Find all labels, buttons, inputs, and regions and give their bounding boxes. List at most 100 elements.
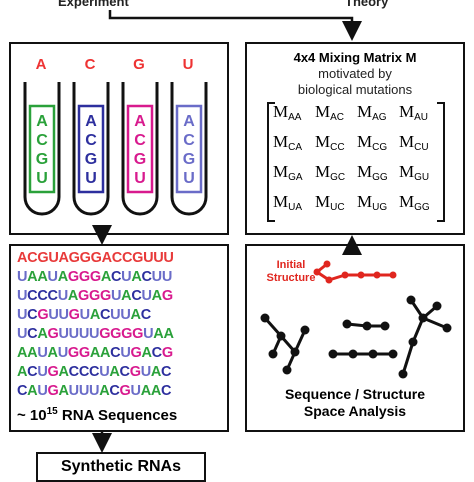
graph-node bbox=[268, 349, 278, 359]
space-caption-1: Sequence / Structure bbox=[284, 386, 426, 402]
tube-content-letter: U bbox=[36, 170, 48, 187]
matrix-entry-subscript: CC bbox=[330, 142, 345, 153]
graph-node bbox=[300, 325, 310, 335]
test-tube-2: ACGU bbox=[72, 82, 110, 216]
tube-content-box bbox=[77, 104, 105, 194]
arrow-top-connector bbox=[108, 10, 362, 41]
sequence-line: ACUGACCCUACGUAC bbox=[17, 364, 172, 380]
matrix-entry-subscript: AC bbox=[330, 112, 345, 123]
tube-content-letter: G bbox=[36, 151, 48, 168]
matrix-entry-subscript: UG bbox=[372, 202, 388, 213]
tube-content-letter: A bbox=[85, 113, 97, 130]
graph-node bbox=[341, 271, 349, 279]
graph-node bbox=[408, 337, 418, 347]
initial-structure-label-1: Initial bbox=[277, 259, 306, 271]
tube-outline bbox=[170, 82, 208, 216]
matrix-title: 4x4 Mixing Matrix M bbox=[293, 50, 417, 65]
tube-content-box bbox=[28, 104, 56, 194]
tube-content-letter: U bbox=[183, 170, 195, 187]
matrix-entry-symbol: M bbox=[273, 192, 289, 211]
matrix-entry-symbol: M bbox=[399, 132, 415, 151]
matrix-entry-symbol: M bbox=[273, 132, 289, 151]
sequence-line: CAUGAUUUACGUAAC bbox=[17, 383, 172, 399]
graph-node bbox=[328, 349, 338, 359]
sequence-count-suffix: RNA Sequences bbox=[57, 407, 178, 424]
graph-node bbox=[442, 323, 452, 333]
tube-content-letter: G bbox=[183, 151, 195, 168]
matrix-entry: MCU bbox=[399, 132, 429, 153]
matrix-entry: MGG bbox=[399, 192, 430, 213]
graph-edge bbox=[401, 341, 415, 375]
theory-label: Theory bbox=[345, 0, 389, 9]
tube-label-g: G bbox=[133, 56, 145, 73]
matrix-entry-symbol: M bbox=[357, 102, 373, 121]
graph-node bbox=[357, 271, 365, 279]
matrix-entry-symbol: M bbox=[399, 102, 415, 121]
test-tube-1: ACGU bbox=[23, 82, 61, 216]
tube-content-letter: A bbox=[36, 113, 48, 130]
test-tube-3: ACGU bbox=[121, 82, 159, 216]
matrix-entry-symbol: M bbox=[399, 192, 415, 211]
sequence-line: UCCCUAGGGUACUAG bbox=[17, 288, 173, 304]
graph-node bbox=[362, 321, 372, 331]
graph-node bbox=[276, 331, 286, 341]
matrix-entry-symbol: M bbox=[315, 192, 331, 211]
matrix-entry-subscript: GA bbox=[288, 172, 303, 183]
tube-content-box bbox=[175, 104, 203, 194]
tube-label-a: A bbox=[35, 56, 47, 73]
graph-node bbox=[313, 268, 321, 276]
tube-content-letter: G bbox=[134, 151, 146, 168]
matrix-entry-subscript: AA bbox=[288, 112, 302, 123]
tube-content-letter: U bbox=[85, 170, 97, 187]
matrix-entry-subscript: UA bbox=[288, 202, 303, 213]
structure-graph-4 bbox=[398, 295, 452, 379]
test-tube-4: ACGU bbox=[170, 82, 208, 216]
matrix-entry: MUA bbox=[273, 192, 302, 213]
graph-node bbox=[323, 260, 331, 268]
matrix-entry-symbol: M bbox=[315, 162, 331, 181]
tube-content-letter: A bbox=[134, 113, 146, 130]
graph-node bbox=[418, 313, 428, 323]
tube-content-letter: C bbox=[85, 132, 97, 149]
matrix-entry-subscript: UC bbox=[330, 202, 345, 213]
tube-content-letter: A bbox=[183, 113, 195, 130]
sequence-line: ACGUAGGGACCGUUU bbox=[17, 250, 174, 266]
matrix-entry-symbol: M bbox=[357, 162, 373, 181]
sequence-count-exponent: 15 bbox=[46, 406, 58, 417]
matrix-entry-subscript: GC bbox=[330, 172, 346, 183]
matrix-entry: MAG bbox=[357, 102, 387, 123]
graph-node bbox=[380, 321, 390, 331]
graph-node bbox=[348, 349, 358, 359]
tube-label-u: U bbox=[182, 56, 194, 73]
matrix-entry-subscript: AG bbox=[372, 112, 387, 123]
matrix-entry-subscript: GG bbox=[372, 172, 388, 183]
matrix-entry: MAC bbox=[315, 102, 344, 123]
structure-graph-3 bbox=[328, 349, 398, 359]
graph-node bbox=[342, 319, 352, 329]
tube-outline bbox=[121, 82, 159, 216]
graph-node bbox=[325, 276, 333, 284]
matrix-entry-subscript: CU bbox=[414, 142, 429, 153]
graph-node bbox=[260, 313, 270, 323]
matrix-entry: MAU bbox=[399, 102, 428, 123]
matrix-entry-subscript: AU bbox=[414, 112, 429, 123]
matrix-entry-subscript: CA bbox=[288, 142, 303, 153]
matrix-subtitle-2: biological mutations bbox=[297, 82, 413, 97]
tube-content-letter: U bbox=[134, 170, 146, 187]
tube-content-letter: C bbox=[183, 132, 195, 149]
tube-content-letter: C bbox=[36, 132, 48, 149]
experiment-label: Experiment bbox=[58, 0, 129, 9]
mixing-matrix-panel: 4x4 Mixing Matrix M motivated by biologi… bbox=[245, 42, 465, 235]
graph-node bbox=[282, 365, 292, 375]
matrix-entry: MUC bbox=[315, 192, 345, 213]
tube-outline bbox=[72, 82, 110, 216]
sequence-line: AAUAUGGAACUGACG bbox=[17, 345, 173, 361]
matrix-entry-symbol: M bbox=[315, 132, 331, 151]
space-caption-2: Space Analysis bbox=[303, 403, 407, 419]
matrix-entry: MCA bbox=[273, 132, 302, 153]
